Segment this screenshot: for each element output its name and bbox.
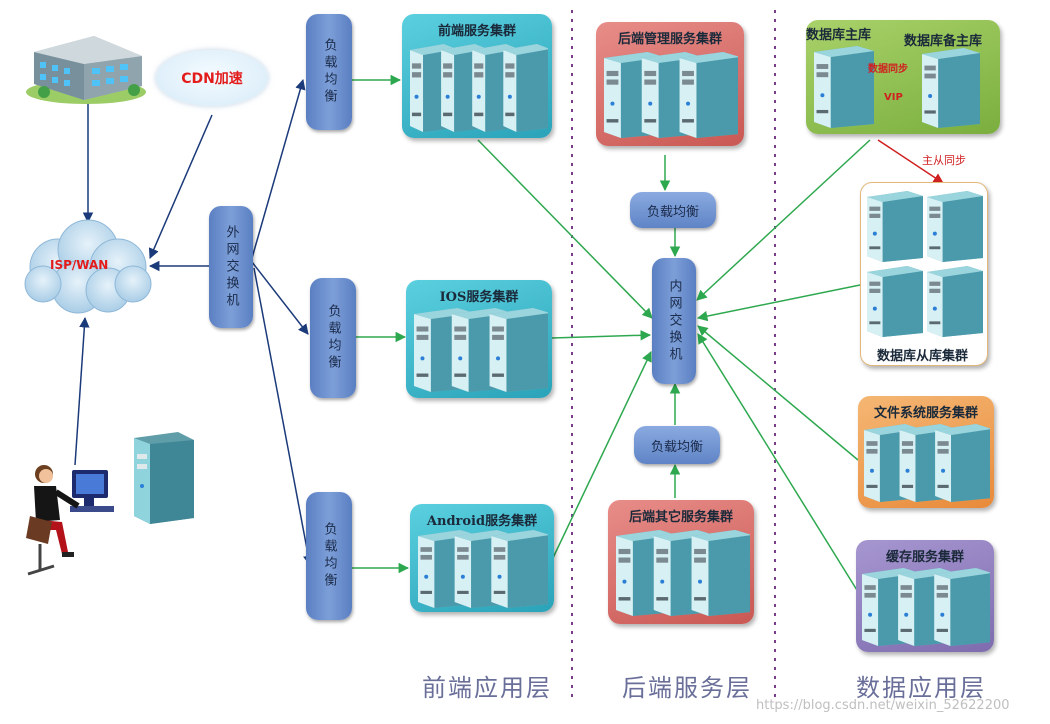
frontend-cluster-title: 前端服务集群 xyxy=(437,24,516,39)
cdn-label: CDN加速 xyxy=(181,71,243,87)
backend-other-cluster-title: 后端其它服务集群 xyxy=(628,510,733,525)
server-glyphs xyxy=(864,424,990,502)
building-icon xyxy=(26,36,146,104)
server-glyphs xyxy=(862,568,990,646)
layer-frontend: 前端应用层 xyxy=(422,674,552,702)
db-master-server-icon xyxy=(814,46,874,128)
db-slave-cluster: 数据库从库集群 xyxy=(860,182,988,366)
db-backup-server-icon xyxy=(922,48,980,128)
db-slave-servers-icon xyxy=(867,191,983,337)
file-cluster: 文件系统服务集群 xyxy=(858,396,994,508)
master-slave-sync-label: 主从同步 xyxy=(922,154,966,167)
lb-backend-other: 负载均衡 xyxy=(634,426,720,464)
ios-cluster: IOS服务集群 xyxy=(406,280,552,398)
layer-data: 数据应用层 xyxy=(856,674,986,702)
ios-cluster-title: IOS服务集群 xyxy=(439,290,519,305)
server-glyphs xyxy=(414,308,548,392)
server-glyphs xyxy=(814,46,874,128)
server-glyphs xyxy=(410,44,548,132)
lb-android: 负载均衡 xyxy=(306,492,352,620)
file-cluster-title: 文件系统服务集群 xyxy=(873,406,978,421)
db-slave-cluster-title: 数据库从库集群 xyxy=(877,349,969,364)
server-glyphs xyxy=(604,52,738,138)
server-glyphs xyxy=(616,530,750,616)
lb-backend-mgmt: 负载均衡 xyxy=(630,192,716,228)
lb-frontend: 负载均衡 xyxy=(306,14,352,130)
watermark: https://blog.csdn.net/weixin_52622200 xyxy=(756,698,1010,713)
vip-label: VIP xyxy=(884,92,903,103)
server-glyphs xyxy=(867,191,983,337)
db-master-cluster: 数据库主库 数据库备主库 数据同步 VIP xyxy=(806,20,1000,134)
db-backup-label: 数据库备主库 xyxy=(904,34,983,49)
file-servers-icon xyxy=(864,424,990,502)
outer-switch: 外网交换机 xyxy=(209,206,253,328)
isp-cloud-icon xyxy=(24,219,152,314)
inner-switch: 内网交换机 xyxy=(652,258,696,384)
data-sync-label: 数据同步 xyxy=(868,64,908,75)
isp-label: ISP/WAN xyxy=(50,258,109,272)
cache-cluster-title: 缓存服务集群 xyxy=(885,550,964,565)
android-cluster: Android服务集群 xyxy=(410,504,554,612)
standalone-server-icon xyxy=(134,432,194,524)
user-at-computer-icon xyxy=(26,465,114,576)
backend-mgmt-cluster: 后端管理服务集群 xyxy=(596,22,744,146)
layer-backend: 后端服务层 xyxy=(622,674,752,702)
ios-servers-icon xyxy=(414,308,548,392)
frontend-cluster: 前端服务集群 xyxy=(402,14,552,138)
backend-other-cluster: 后端其它服务集群 xyxy=(608,500,754,624)
cdn-node: CDN加速 xyxy=(156,50,268,106)
db-master-label: 数据库主库 xyxy=(806,28,872,43)
server-glyphs xyxy=(418,530,548,608)
server-glyphs xyxy=(922,48,980,128)
cache-cluster: 缓存服务集群 xyxy=(856,540,994,652)
frontend-servers-icon xyxy=(410,44,548,132)
android-cluster-title: Android服务集群 xyxy=(426,514,538,529)
backend-mgmt-servers-icon xyxy=(604,52,738,138)
cache-servers-icon xyxy=(862,568,990,646)
backend-other-servers-icon xyxy=(616,530,750,616)
backend-mgmt-cluster-title: 后端管理服务集群 xyxy=(617,32,722,47)
android-servers-icon xyxy=(418,530,548,608)
lb-ios: 负载均衡 xyxy=(310,278,356,398)
